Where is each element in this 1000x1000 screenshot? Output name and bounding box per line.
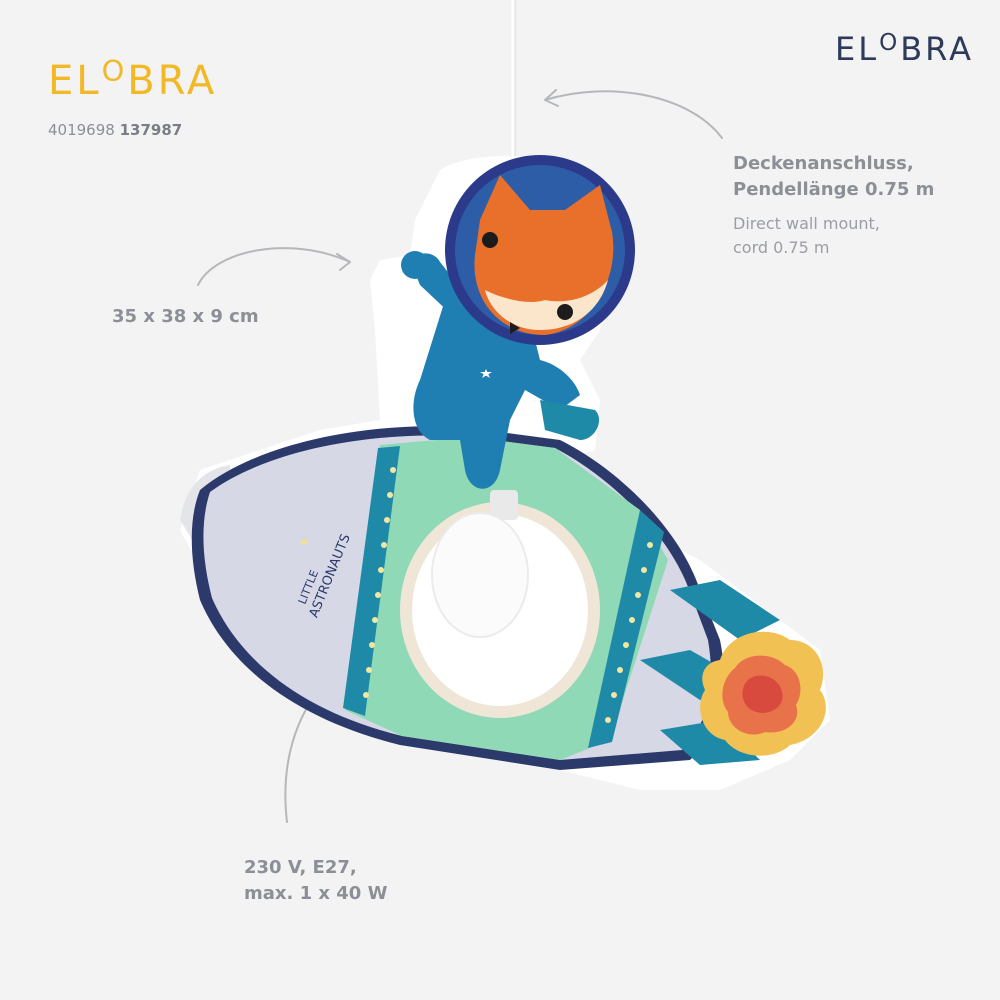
ceiling-de-line1: Deckenanschluss, — [733, 153, 914, 174]
ean-prefix: 4019698 — [48, 121, 115, 139]
ceiling-mount-label-en: Direct wall mount, cord 0.75 m — [733, 212, 880, 260]
ceiling-de-line2: Pendellänge 0.75 m — [733, 179, 935, 200]
ceiling-mount-label-de: Deckenanschluss, Pendellänge 0.75 m — [733, 151, 934, 203]
star-icon — [299, 537, 309, 545]
power-line2: max. 1 x 40 W — [244, 883, 388, 904]
rocket-flame — [700, 631, 826, 756]
astronaut-fox — [401, 155, 635, 489]
arrow-ceiling — [544, 90, 723, 139]
dimensions-label: 35 x 38 x 9 cm — [112, 306, 259, 327]
rocket-stripe-left — [343, 446, 400, 716]
power-spec-label: 230 V, E27, max. 1 x 40 W — [244, 855, 387, 907]
light-bulb — [431, 490, 529, 638]
article-number: 4019698 137987 — [48, 121, 182, 139]
elobra-logo-navy: ELOBRA — [835, 29, 974, 68]
power-line1: 230 V, E27, — [244, 857, 357, 878]
ean-number: 137987 — [119, 121, 183, 139]
ceiling-en-line2: cord 0.75 m — [733, 238, 830, 257]
ceiling-en-line1: Direct wall mount, — [733, 214, 880, 233]
arrow-dimensions — [197, 247, 351, 286]
elobra-logo-yellow: ELOBRA — [48, 54, 218, 104]
